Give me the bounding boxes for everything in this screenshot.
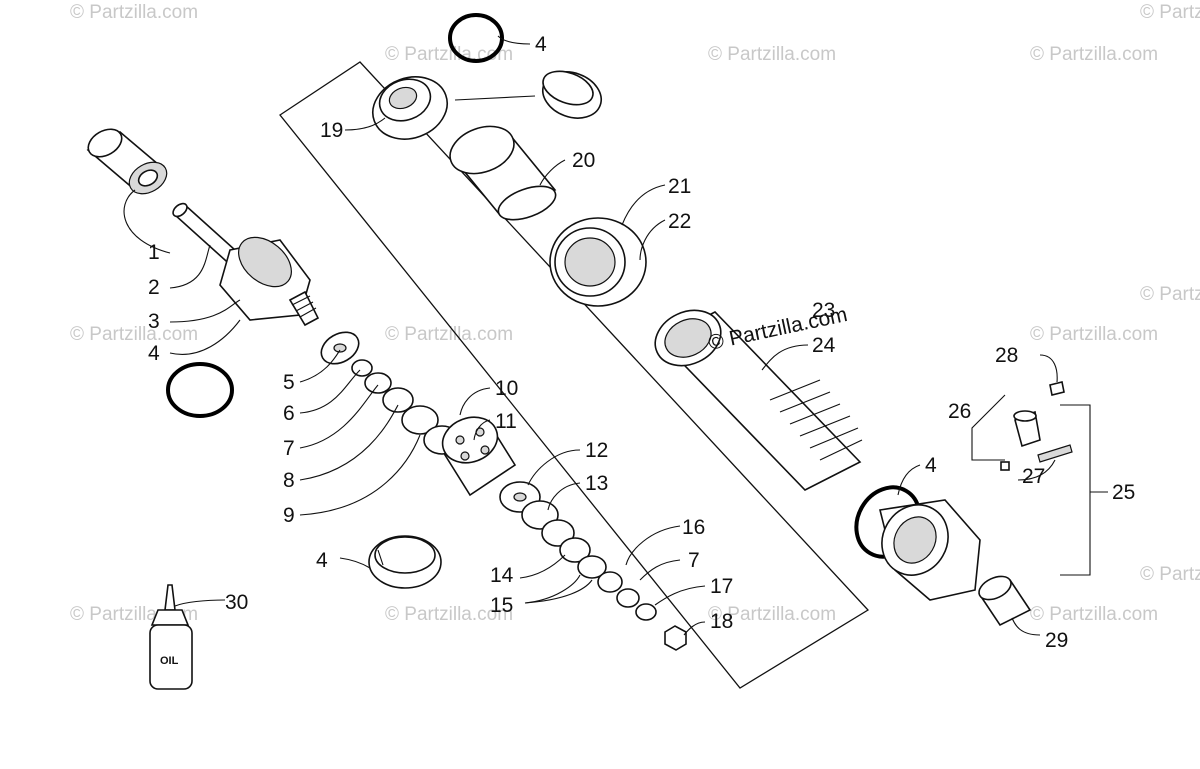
callout-13: 13 — [585, 472, 608, 495]
watermark: © Partzilla.com — [1140, 284, 1200, 305]
lower-bushing — [978, 575, 1032, 627]
sleeve — [449, 125, 557, 221]
watermark: © Partzilla.com — [1030, 324, 1158, 345]
callout-8: 8 — [283, 469, 295, 492]
watermark: © Partzilla.com — [70, 324, 198, 345]
callout-23: 23 — [812, 299, 835, 322]
washer-stack-upper — [320, 331, 461, 455]
watermark: © Partzilla.com — [1030, 44, 1158, 65]
callout-14: 14 — [490, 564, 514, 587]
washer-stack-lower — [499, 481, 687, 651]
lower-eye-housing — [879, 499, 981, 601]
callout-29: 29 — [1045, 629, 1068, 652]
callout-4: 4 — [535, 33, 547, 56]
callout-27: 27 — [1022, 465, 1045, 488]
callout-24: 24 — [812, 334, 836, 357]
callout-10: 10 — [495, 377, 518, 400]
callout-28: 28 — [995, 344, 1018, 367]
shock-body — [654, 309, 863, 491]
callout-5: 5 — [283, 371, 295, 394]
callout-7: 7 — [688, 549, 700, 572]
shaft-assembly — [172, 202, 320, 327]
callout-4: 4 — [925, 454, 937, 477]
callout-11: 11 — [495, 410, 517, 433]
callout-18: 18 — [710, 610, 733, 633]
callout-21: 21 — [668, 175, 691, 198]
watermark: © Partzilla.com — [1140, 2, 1200, 23]
callout-25: 25 — [1112, 481, 1135, 504]
callout-19: 19 — [320, 119, 343, 142]
callout-4: 4 — [148, 342, 160, 365]
preload-nut — [549, 217, 647, 307]
callout-15: 15 — [490, 594, 513, 617]
o-ring-top — [448, 13, 504, 63]
callout-22: 22 — [668, 210, 691, 233]
callout-12: 12 — [585, 439, 608, 462]
watermark: © Partzilla.com — [708, 44, 836, 65]
callout-16: 16 — [682, 516, 705, 539]
piston — [441, 416, 517, 497]
callout-1: 1 — [148, 241, 160, 264]
watermark: © Partzilla.com — [70, 2, 198, 23]
wear-band-lower — [368, 535, 442, 589]
callout-17: 17 — [710, 575, 733, 598]
callout-7: 7 — [283, 437, 295, 460]
watermark: © Partzilla.com — [708, 604, 836, 625]
callout-20: 20 — [572, 149, 595, 172]
watermarks: © Partzilla.com © Partzilla.com © Partzi… — [70, 2, 1200, 625]
assembly-frame — [279, 61, 870, 689]
watermark: © Partzilla.com — [1140, 564, 1200, 585]
leader-lines — [123, 35, 1058, 636]
wear-band-top — [542, 70, 602, 119]
callout-30: 30 — [225, 591, 248, 614]
bracket-26 — [971, 394, 1006, 461]
callout-9: 9 — [283, 504, 295, 527]
callout-26: 26 — [948, 400, 971, 423]
upper-bushing — [86, 128, 168, 195]
oil-label: OIL — [160, 655, 179, 667]
watermark: © Partzilla.com — [385, 324, 513, 345]
bracket-25 — [1060, 404, 1091, 576]
callouts: 1 2 3 4 5 6 7 8 9 10 11 12 13 4 14 15 16… — [148, 33, 1135, 652]
callout-2: 2 — [148, 276, 160, 299]
callout-3: 3 — [148, 310, 160, 333]
seal-head — [372, 76, 448, 140]
watermark: © Partzilla.com — [1030, 604, 1158, 625]
callout-4: 4 — [316, 549, 328, 572]
watermark: © Partzilla.com — [385, 604, 513, 625]
oil-bottle: OIL — [149, 584, 193, 690]
callout-6: 6 — [283, 402, 295, 425]
o-ring — [166, 362, 234, 418]
schrader-valve — [1000, 381, 1073, 471]
